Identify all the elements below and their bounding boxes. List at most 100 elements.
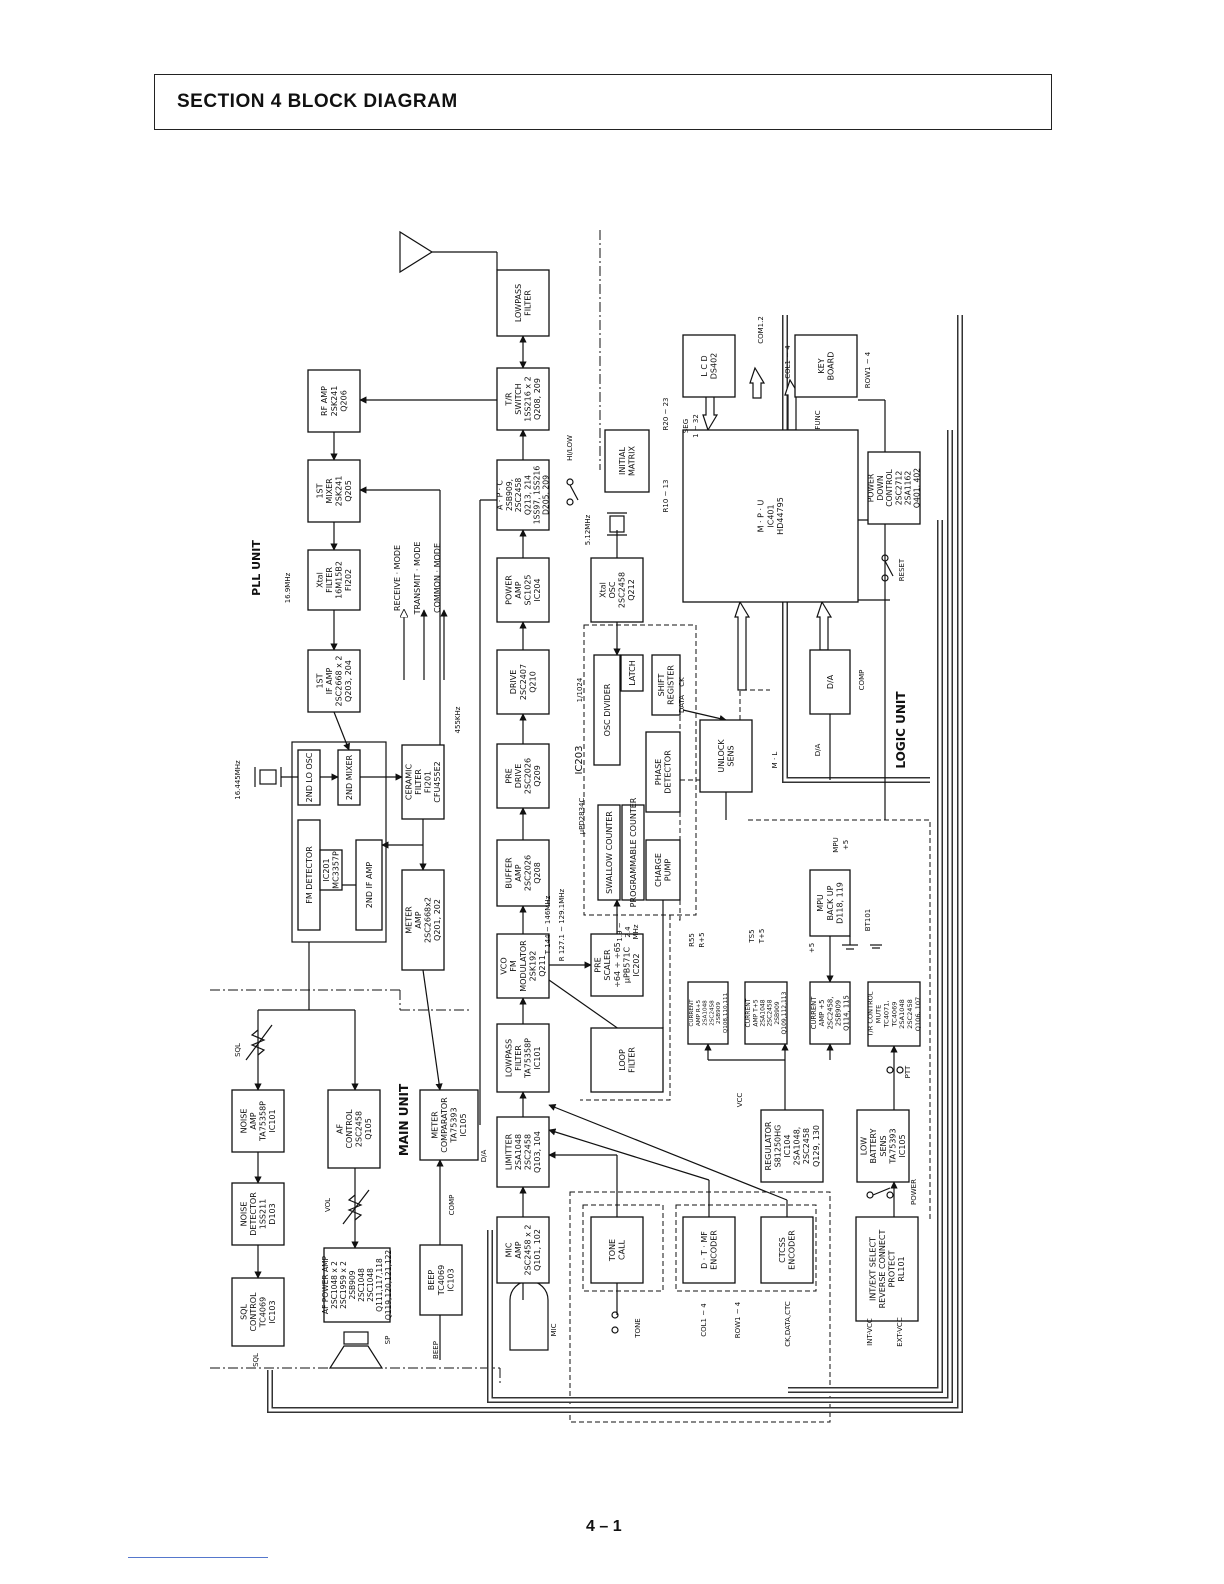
block-frame xyxy=(496,649,550,715)
label-row14-top: ROW1 ~ 4 xyxy=(864,351,872,388)
block-label-line: 2ND MIXER xyxy=(345,754,354,800)
label-common-mode: COMMON · MODE xyxy=(433,543,442,613)
label-mpu-plus5: MPU xyxy=(832,837,840,852)
block-label: CHARGEPUMP xyxy=(654,853,673,887)
block-noise-detector: NOISEDETECTOR1SS211D103 xyxy=(231,1182,285,1246)
block-label-line: 2SC2712 xyxy=(894,471,903,506)
block-mixer2: 2ND MIXER xyxy=(337,749,361,806)
block-label-line: NOISE xyxy=(239,1109,248,1134)
block-label-line: 16M15B2 xyxy=(335,561,344,599)
block-label: XtalFILTER16M15B2FI202 xyxy=(315,561,353,599)
label-ic203: IC203 xyxy=(574,745,585,774)
block-mpu-backup: MPUBACK UPD118, 119 xyxy=(809,869,851,937)
label-pll-unit: PLL UNIT xyxy=(250,540,263,596)
block-shift-register: SHIFTREGISTER xyxy=(651,654,681,716)
mode-arrows xyxy=(404,610,448,680)
block-label-line: FM DETECTOR xyxy=(305,846,314,904)
block-label-line: L C D xyxy=(700,355,709,376)
block-frame xyxy=(323,1247,391,1323)
block-label-line: PHASE xyxy=(654,759,663,785)
block-current-amp-r: CURRENTAMP R+52SA10482SC24582SB909Q108,1… xyxy=(687,981,729,1045)
block-label-line: KEY xyxy=(817,358,826,373)
block-label-line: Q208, 209 xyxy=(533,378,542,420)
block-meter-comparator: METERCOMPARATORTA75393IC105 xyxy=(419,1089,479,1161)
block-mixer1: 1STMIXER2SK241Q205 xyxy=(307,459,361,523)
block-label-line: TC4071, xyxy=(882,1001,890,1029)
label-upd2834c: μPD2834C xyxy=(578,798,586,835)
block-label: CERAMICFILTERFI201CFU455E2 xyxy=(404,761,442,802)
block-label-line: MC3357P xyxy=(332,851,341,889)
block-label-line: CALL xyxy=(618,1239,627,1260)
block-frame xyxy=(645,731,681,813)
block-frame xyxy=(604,429,650,493)
block-frame xyxy=(327,1089,381,1169)
block-frame xyxy=(355,839,383,931)
block-label: BUFFERAMP2SC2026Q208 xyxy=(504,855,542,891)
block-label-line: IC105 xyxy=(898,1134,907,1157)
block-label-line: TC4069 xyxy=(890,1002,898,1028)
block-label-line: Q208 xyxy=(533,862,542,884)
block-frame xyxy=(401,744,445,820)
block-power-amp: POWERAMPSC1025IC204 xyxy=(496,557,550,623)
block-frame xyxy=(760,1216,814,1284)
block-label: A · P · C2SB909,2SC2458Q213, 2141SS97, 1… xyxy=(496,466,551,525)
block-label-line: Q109,112,113 xyxy=(781,991,788,1034)
block-label-line: MUTE xyxy=(875,1005,883,1024)
label-comp-logic: COMP xyxy=(858,670,866,691)
label-ck-data-ctc: CK,DATA,CTC xyxy=(784,1301,792,1347)
block-da: D/A xyxy=(809,649,851,715)
block-label-line: CURRENT xyxy=(745,998,752,1027)
block-label-line: BUFFER xyxy=(504,857,513,889)
block-label-line: ENCODER xyxy=(788,1230,797,1270)
block-label-line: 1ST xyxy=(315,673,324,688)
block-label-line: LOWPASS xyxy=(504,1039,513,1077)
block-label-line: 2SC1048 x 2 xyxy=(330,1261,339,1309)
label-sql-bottom: SQL xyxy=(252,1353,260,1367)
block-label: FM DETECTOR xyxy=(305,846,314,904)
block-label-line: 1SS216 x 2 xyxy=(524,376,533,421)
block-frame xyxy=(307,459,361,523)
label-hi-low: HI/LOW xyxy=(566,435,574,461)
block-label: IC201MC3357P xyxy=(322,851,341,889)
block-label-line: M · P · U xyxy=(757,499,766,532)
section-title: SECTION 4 BLOCK DIAGRAM xyxy=(177,91,458,112)
block-ctcss-encoder: CTCSSENCODER xyxy=(760,1216,814,1284)
block-pre-drive: PREDRIVE2SC2026Q209 xyxy=(496,743,550,809)
block-label-line: Q206 xyxy=(339,390,348,412)
block-frame xyxy=(760,1109,824,1183)
block-label-line: ENCODER xyxy=(710,1230,719,1270)
block-label-line: D118, 119 xyxy=(835,882,844,924)
block-meter-amp: METERAMP2SC2668x2Q201, 202 xyxy=(401,869,445,971)
block-label-line: 2SC2458 xyxy=(618,572,627,608)
label-logic-unit: LOGIC UNIT xyxy=(894,691,908,769)
block-label-line: CFU455E2 xyxy=(433,761,442,802)
block-label-line: CERAMIC xyxy=(404,763,413,800)
block-label-line: CURRENT xyxy=(689,999,695,1027)
block-label-line: IC401 xyxy=(766,504,775,527)
label-freq-mhz: MHz xyxy=(632,924,640,939)
block-int-ext-select: INT/EXT SELECTREVERSE CONNECTPROTECTRL10… xyxy=(855,1216,919,1322)
label-power: POWER xyxy=(910,1179,918,1205)
crystal-icon xyxy=(254,512,627,787)
label-col14-top: COL1 ~ 4 xyxy=(784,345,792,379)
block-label-line: PROGRAMMABLE COUNTER xyxy=(629,797,638,907)
block-label-line: TA75358P xyxy=(524,1038,533,1079)
block-limitter: LIMITTER2SA10482SC2458Q103, 104 xyxy=(496,1116,550,1188)
block-label-line: 2SK192 xyxy=(528,951,537,982)
label-main-unit: MAIN UNIT xyxy=(397,1083,411,1156)
block-label-line: AMP xyxy=(514,864,523,881)
block-af-control: AFCONTROL2SC2458Q105 xyxy=(327,1089,381,1169)
block-label: LIMITTER2SA10482SC2458Q103, 104 xyxy=(504,1131,542,1173)
block-power-down-control: POWERDOWNCONTROL2SC27122SA1162Q401, 402 xyxy=(867,451,922,525)
label-m-l: M · L xyxy=(771,752,779,769)
block-label-line: POWER xyxy=(867,473,876,502)
block-label-line: INT/EXT SELECT xyxy=(868,1237,877,1301)
block-label-line: 1ST xyxy=(315,483,324,498)
label-col14-bottom: COL1 ~ 4 xyxy=(700,1303,708,1337)
block-label-line: VCO xyxy=(500,957,509,974)
block-label-line: AMP xyxy=(249,1112,258,1129)
block-label-line: 2SB909, xyxy=(505,479,514,511)
label-freq-169: 16.9MHz xyxy=(284,572,292,603)
block-label-line: T/R CONTROL xyxy=(867,991,875,1037)
label-com12: COM1.2 xyxy=(757,316,765,344)
